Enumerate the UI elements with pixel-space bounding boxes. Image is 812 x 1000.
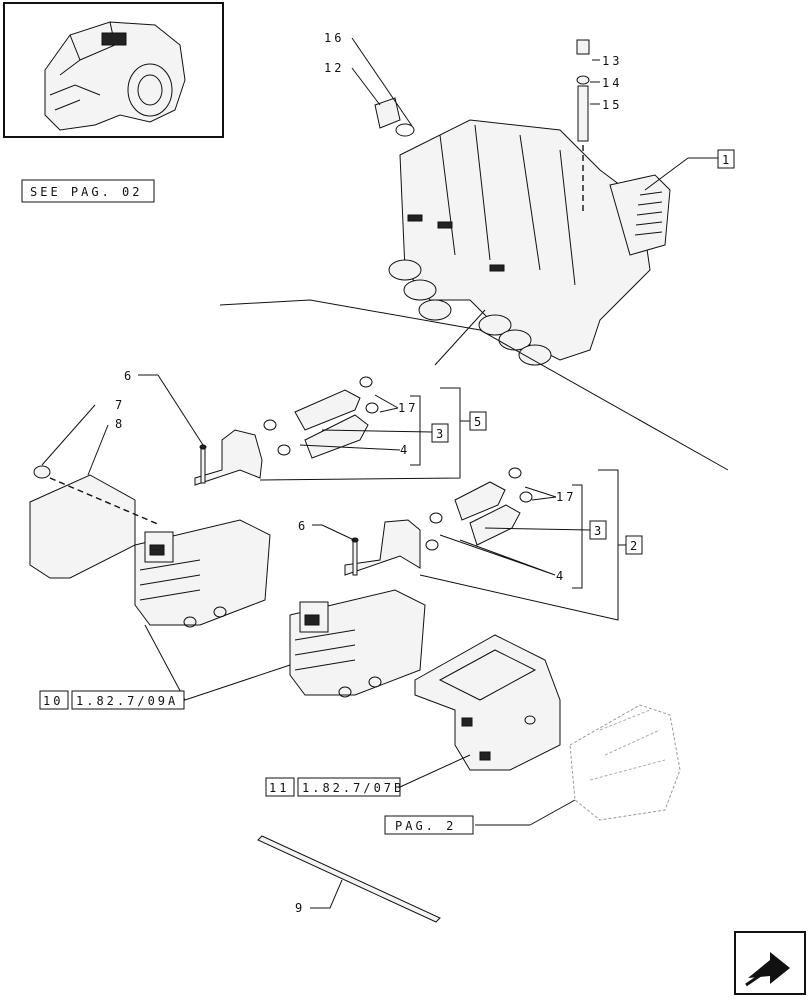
mounting-bracket-upper: [194, 429, 263, 486]
valve-spools: [388, 259, 552, 366]
callout-3-upper[interactable]: 3: [436, 427, 446, 441]
callout-15[interactable]: 15: [602, 98, 622, 112]
callout-7[interactable]: 7: [115, 398, 125, 412]
ref-10-number[interactable]: 10: [43, 694, 63, 708]
callout-17-lower[interactable]: 17: [556, 490, 576, 504]
callout-16[interactable]: 16: [324, 31, 344, 45]
rod-9: [257, 835, 441, 923]
callout-12[interactable]: 12: [324, 61, 344, 75]
callout-8[interactable]: 8: [115, 417, 125, 431]
transmission-housing-thumbnail: [44, 21, 186, 131]
callout-3-lower[interactable]: 3: [594, 524, 604, 538]
mounting-bracket-lower: [344, 519, 421, 576]
callout-1[interactable]: 1: [722, 153, 732, 167]
cover-plate-7-8: [29, 465, 161, 579]
callout-2[interactable]: 2: [630, 539, 640, 553]
solenoid-pair-lower: [425, 467, 533, 551]
inlet-cover-block: [414, 634, 561, 771]
callout-4-lower[interactable]: 4: [556, 569, 566, 583]
ghosted-housing: [569, 704, 681, 821]
callout-5[interactable]: 5: [474, 415, 484, 429]
see-page-reference[interactable]: SEE PAG. 02: [21, 179, 155, 203]
seal-kit-12-16: [374, 97, 415, 137]
ref-11-code[interactable]: 1.82.7/07B: [302, 781, 404, 795]
ref-11-number[interactable]: 11: [269, 781, 289, 795]
callout-17-upper[interactable]: 17: [398, 401, 418, 415]
solenoid-pair-upper: [263, 376, 379, 459]
thumbnail-frame[interactable]: [3, 2, 224, 138]
callout-6-upper[interactable]: 6: [124, 369, 134, 383]
valve-section-right: [289, 589, 426, 698]
callout-9[interactable]: 9: [295, 901, 305, 915]
bolt-13-14-15: [576, 39, 590, 215]
callout-4-upper[interactable]: 4: [400, 443, 410, 457]
control-valve-assembly: [388, 119, 671, 366]
callout-14[interactable]: 14: [602, 76, 622, 90]
next-page-arrow-icon[interactable]: [734, 931, 806, 995]
callout-13[interactable]: 13: [602, 54, 622, 68]
ref-10-code[interactable]: 1.82.7/09A: [76, 694, 178, 708]
callout-6-lower[interactable]: 6: [298, 519, 308, 533]
valve-section-left: [134, 519, 271, 628]
see-page-label: SEE PAG. 02: [30, 185, 142, 199]
pag2-reference[interactable]: PAG. 2: [395, 819, 456, 833]
